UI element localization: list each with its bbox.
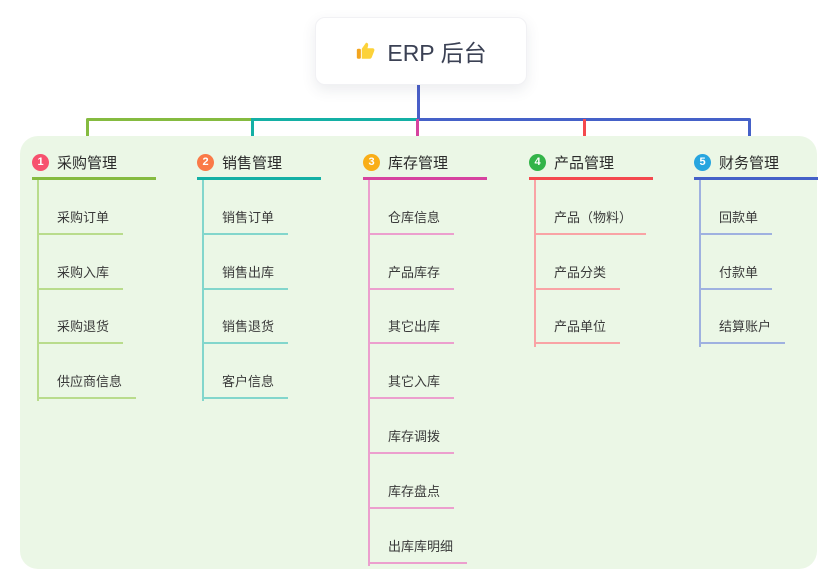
root-node-label: ERP 后台 bbox=[387, 40, 487, 66]
drop-line-finance bbox=[748, 119, 751, 146]
child-node-label: 仓库信息 bbox=[368, 207, 455, 235]
branch-children-finance: 回款单 付款单 结算账户 bbox=[699, 180, 839, 347]
root-node-erp-backend[interactable]: ERP 后台 bbox=[315, 17, 527, 85]
child-node-label: 结算账户 bbox=[699, 316, 786, 345]
branch-inventory: 3 库存管理 仓库信息 产品库存 其它出库 其它入库 库存调拨 库存盘点 出库库… bbox=[363, 149, 515, 566]
child-node[interactable]: 采购入库 bbox=[37, 235, 184, 290]
child-node-label: 供应商信息 bbox=[37, 371, 137, 400]
child-node[interactable]: 产品库存 bbox=[368, 235, 515, 290]
child-node[interactable]: 库存调拨 bbox=[368, 399, 515, 454]
mindmap-panel bbox=[20, 136, 817, 569]
child-node-label: 产品单位 bbox=[534, 316, 621, 345]
child-node[interactable]: 产品（物料） bbox=[534, 180, 681, 235]
child-node-label: 销售出库 bbox=[202, 262, 289, 290]
child-node[interactable]: 销售出库 bbox=[202, 235, 349, 290]
child-node-label: 客户信息 bbox=[202, 371, 289, 400]
branch-number-badge: 5 bbox=[694, 153, 711, 171]
child-node-label: 采购订单 bbox=[37, 207, 124, 235]
child-node-label: 其它出库 bbox=[368, 316, 455, 345]
branch-finance: 5 财务管理 回款单 付款单 结算账户 bbox=[694, 149, 839, 347]
child-node[interactable]: 产品单位 bbox=[534, 290, 681, 345]
branch-header-purchase[interactable]: 1 采购管理 bbox=[32, 149, 156, 180]
branch-children-purchase: 采购订单 采购入库 采购退货 供应商信息 bbox=[37, 180, 184, 401]
child-node-label: 出库库明细 bbox=[368, 536, 468, 564]
child-node[interactable]: 其它入库 bbox=[368, 344, 515, 400]
trunk-line bbox=[534, 180, 536, 347]
branch-number-badge: 3 bbox=[363, 153, 380, 171]
child-node-label: 采购退货 bbox=[37, 316, 124, 345]
branch-purchase: 1 采购管理 采购订单 采购入库 采购退货 供应商信息 bbox=[32, 149, 184, 401]
trunk-line bbox=[368, 180, 370, 566]
child-node[interactable]: 采购退货 bbox=[37, 290, 184, 345]
bus-line-purchase bbox=[86, 118, 254, 121]
child-node[interactable]: 客户信息 bbox=[202, 344, 349, 400]
child-node[interactable]: 库存盘点 bbox=[368, 454, 515, 509]
child-node[interactable]: 销售订单 bbox=[202, 180, 349, 235]
branch-header-finance[interactable]: 5 财务管理 bbox=[694, 149, 818, 180]
branch-title: 销售管理 bbox=[222, 154, 283, 172]
child-node-label: 库存盘点 bbox=[368, 481, 455, 509]
drop-line-inventory bbox=[416, 119, 419, 151]
child-node[interactable]: 出库库明细 bbox=[368, 509, 515, 564]
child-node-label: 销售订单 bbox=[202, 207, 289, 235]
child-node[interactable]: 回款单 bbox=[699, 180, 839, 235]
root-connector-line bbox=[417, 85, 420, 120]
bus-line-sales bbox=[251, 118, 419, 121]
branch-children-inventory: 仓库信息 产品库存 其它出库 其它入库 库存调拨 库存盘点 出库库明细 bbox=[368, 180, 515, 566]
thumbs-up-icon bbox=[357, 42, 375, 59]
branch-children-product: 产品（物料） 产品分类 产品单位 bbox=[534, 180, 681, 347]
trunk-line bbox=[37, 180, 39, 401]
child-node[interactable]: 销售退货 bbox=[202, 290, 349, 345]
child-node-label: 库存调拨 bbox=[368, 426, 455, 454]
child-node[interactable]: 产品分类 bbox=[534, 235, 681, 290]
branch-children-sales: 销售订单 销售出库 销售退货 客户信息 bbox=[202, 180, 349, 401]
child-node[interactable]: 供应商信息 bbox=[37, 344, 184, 400]
branch-title: 采购管理 bbox=[57, 154, 118, 172]
branch-header-sales[interactable]: 2 销售管理 bbox=[197, 149, 321, 180]
branch-number-badge: 4 bbox=[529, 153, 546, 171]
child-node-label: 其它入库 bbox=[368, 371, 455, 400]
child-node[interactable]: 其它出库 bbox=[368, 290, 515, 345]
child-node-label: 产品（物料） bbox=[534, 207, 647, 235]
drop-line-sales bbox=[251, 119, 254, 146]
child-node[interactable]: 采购订单 bbox=[37, 180, 184, 235]
branch-header-product[interactable]: 4 产品管理 bbox=[529, 149, 653, 180]
child-node-label: 产品分类 bbox=[534, 262, 621, 290]
child-node[interactable]: 结算账户 bbox=[699, 290, 839, 345]
branch-number-badge: 1 bbox=[32, 153, 49, 171]
child-node-label: 采购入库 bbox=[37, 262, 124, 290]
branch-product: 4 产品管理 产品（物料） 产品分类 产品单位 bbox=[529, 149, 681, 347]
child-node-label: 回款单 bbox=[699, 207, 773, 235]
branch-title: 库存管理 bbox=[388, 154, 449, 172]
trunk-line bbox=[202, 180, 204, 401]
child-node-label: 销售退货 bbox=[202, 316, 289, 345]
trunk-line bbox=[699, 180, 701, 347]
drop-line-purchase bbox=[86, 119, 89, 146]
child-node[interactable]: 仓库信息 bbox=[368, 180, 515, 235]
drop-line-product bbox=[583, 119, 586, 146]
branch-number-badge: 2 bbox=[197, 153, 214, 171]
branch-sales: 2 销售管理 销售订单 销售出库 销售退货 客户信息 bbox=[197, 149, 349, 401]
child-node-label: 产品库存 bbox=[368, 262, 455, 290]
branch-title: 财务管理 bbox=[719, 154, 780, 172]
child-node[interactable]: 付款单 bbox=[699, 235, 839, 290]
child-node-label: 付款单 bbox=[699, 262, 773, 290]
branch-title: 产品管理 bbox=[554, 154, 615, 172]
branch-header-inventory[interactable]: 3 库存管理 bbox=[363, 149, 487, 180]
